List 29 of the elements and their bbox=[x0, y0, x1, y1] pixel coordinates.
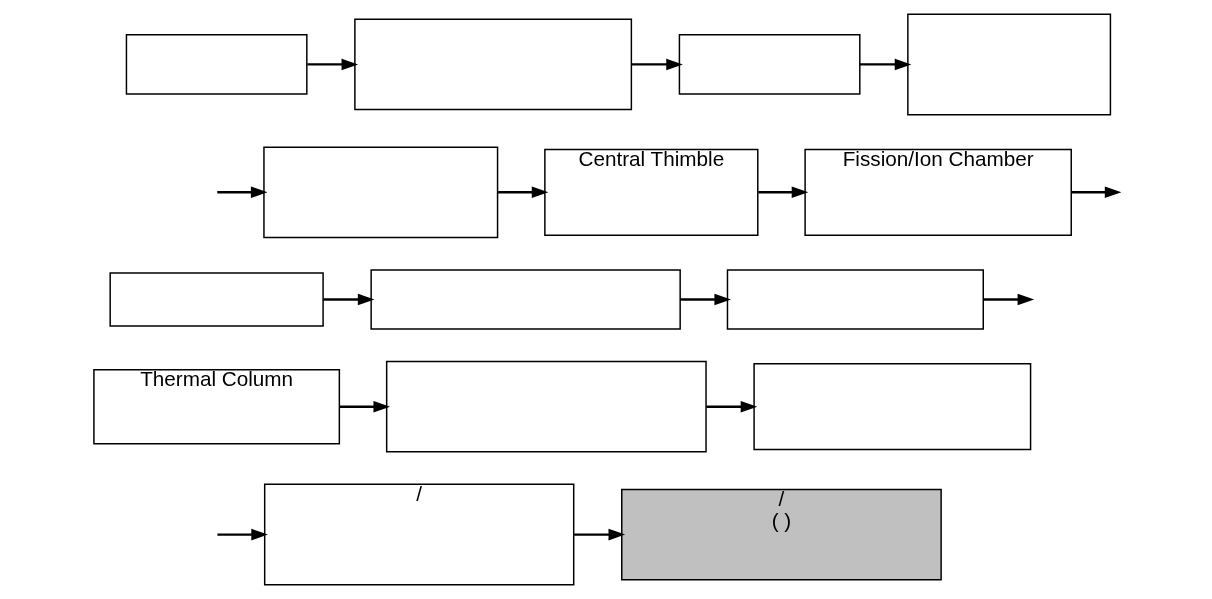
node-box bbox=[385, 360, 707, 453]
node-box: / ( ) bbox=[620, 488, 942, 581]
arrow bbox=[216, 186, 267, 199]
node-box: Thermal Column bbox=[92, 369, 340, 445]
arrow bbox=[706, 400, 757, 413]
arrow bbox=[306, 58, 358, 71]
arrow bbox=[497, 186, 548, 199]
arrow bbox=[339, 400, 390, 413]
node-box bbox=[906, 13, 1111, 116]
arrow bbox=[322, 293, 374, 306]
arrow bbox=[573, 528, 625, 541]
node-box bbox=[125, 34, 308, 95]
arrow bbox=[216, 528, 268, 541]
node-box: / bbox=[263, 483, 574, 586]
node-box bbox=[678, 34, 861, 95]
arrow bbox=[631, 58, 683, 71]
arrow bbox=[679, 293, 731, 306]
arrow bbox=[983, 293, 1034, 306]
node-box: Central Thimble bbox=[543, 148, 759, 236]
arrow bbox=[757, 186, 808, 199]
node-box bbox=[752, 363, 1031, 451]
arrow bbox=[859, 58, 911, 71]
node-box bbox=[353, 18, 632, 111]
node-box bbox=[108, 272, 324, 327]
node-box bbox=[262, 146, 498, 239]
node-box: Fission/Ion Chamber bbox=[803, 148, 1072, 236]
arrow bbox=[1070, 186, 1121, 199]
node-box bbox=[369, 269, 681, 330]
node-box bbox=[726, 269, 984, 330]
